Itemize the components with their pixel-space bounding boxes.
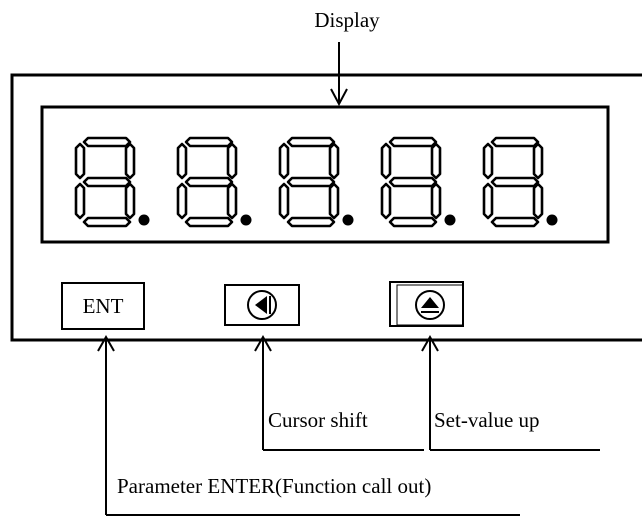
digit-segment-d [490,216,540,228]
digit-segment-e [176,182,188,220]
parameter-enter-pointer [97,334,520,516]
digit-segment-g [286,176,336,188]
digit-segment-a [184,136,234,148]
digit-segment-c [226,182,238,220]
digit-segment-e [482,182,494,220]
digit-segment-g [388,176,438,188]
decimal-point [546,214,558,226]
digit-segment-g [490,176,540,188]
parameter-enter-annotation: Parameter ENTER(Function call out) [117,474,431,498]
digit-segment-c [532,182,544,220]
display-digit [482,136,558,228]
digit-segment-b [430,142,442,180]
display-pointer-arrow [330,42,348,107]
cursor-shift-button[interactable] [224,284,300,326]
enter-button[interactable]: ENT [61,282,145,330]
digit-segment-b [124,142,136,180]
digit-segment-d [184,216,234,228]
set-value-up-annotation: Set-value up [434,408,540,432]
decimal-point [444,214,456,226]
decimal-point [138,214,150,226]
digit-segment-f [278,142,290,180]
digit-segment-e [74,182,86,220]
digit-segment-a [82,136,132,148]
digit-segment-f [74,142,86,180]
digit-segment-b [328,142,340,180]
device-body [10,73,642,342]
seven-segment-display [74,136,558,228]
display-digit [176,136,252,228]
decimal-point [240,214,252,226]
digit-segment-g [184,176,234,188]
digit-segment-f [380,142,392,180]
cursor-shift-pointer [254,334,424,451]
digit-segment-a [286,136,336,148]
digit-segment-c [124,182,136,220]
eject-up-icon [415,290,445,320]
digit-segment-f [482,142,494,180]
digit-segment-b [532,142,544,180]
digit-segment-c [328,182,340,220]
digit-segment-b [226,142,238,180]
set-value-up-pointer [421,334,600,451]
set-value-up-button[interactable] [389,281,464,327]
decimal-point [342,214,354,226]
cursor-shift-annotation: Cursor shift [268,408,368,432]
digit-segment-d [82,216,132,228]
display-digit [74,136,150,228]
digit-segment-a [490,136,540,148]
cursor-left-icon [247,290,277,320]
display-digit [278,136,354,228]
display-window [40,105,610,244]
digit-segment-g [82,176,132,188]
digit-segment-d [388,216,438,228]
digit-segment-f [176,142,188,180]
digit-segment-c [430,182,442,220]
digit-segment-a [388,136,438,148]
digit-segment-d [286,216,336,228]
display-annotation: Display [314,8,380,32]
digit-segment-e [380,182,392,220]
enter-button-label: ENT [83,294,124,318]
display-digit [380,136,456,228]
digit-segment-e [278,182,290,220]
